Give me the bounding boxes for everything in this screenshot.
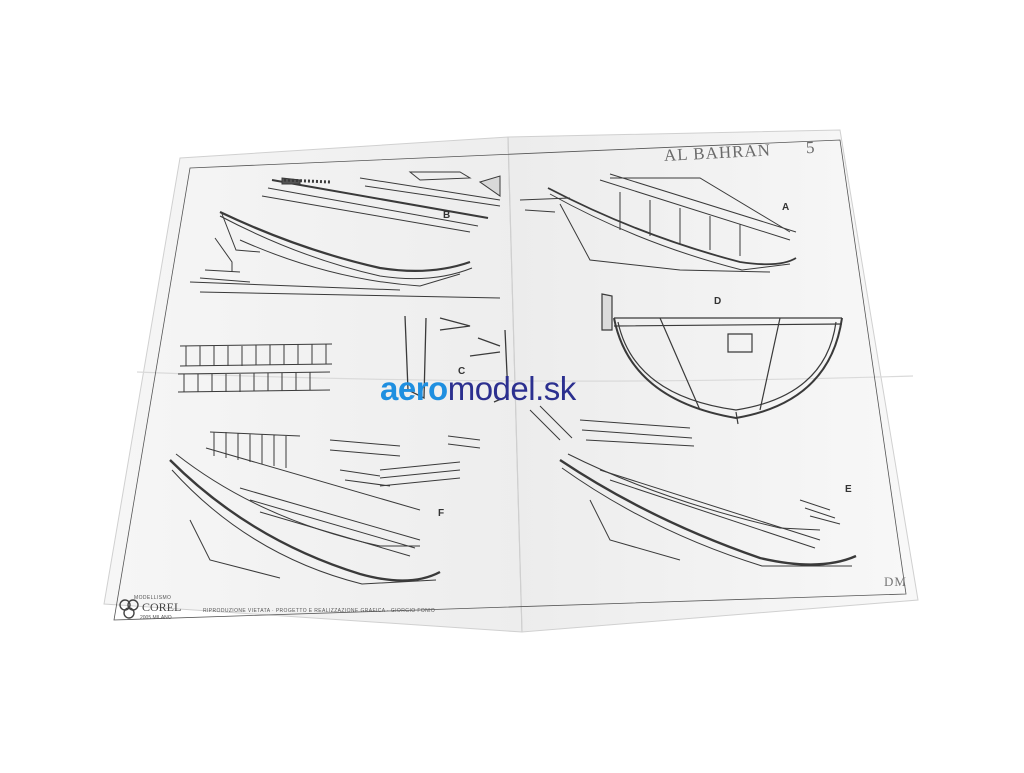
diagram-step-d [601, 293, 843, 425]
watermark-part-b: model.sk [447, 370, 577, 407]
step-label-d: D [714, 296, 722, 307]
watermark-logo: aeromodel.sk [380, 370, 576, 410]
sheet-credits: RIPRODUZIONE VIETATA · PROGETTO E REALIZ… [203, 608, 436, 614]
paper-sheet [103, 129, 919, 633]
maker-tagline: MODELLISMO [134, 595, 172, 601]
step-label-e: E [845, 484, 852, 495]
diagram-step-c [404, 315, 509, 403]
diagram-step-f [169, 431, 481, 585]
sheet-code: DM [884, 574, 907, 589]
frames-row [177, 343, 333, 393]
step-label-b: B [443, 210, 451, 221]
step-label-c: C [458, 366, 466, 377]
diagram-step-a [519, 173, 797, 273]
sheet-number: 5 [805, 137, 815, 158]
maker-sub: 2005 MILANO [140, 615, 172, 621]
diagram-step-b [189, 171, 501, 299]
step-label-f: F [438, 508, 445, 519]
watermark-part-a: aero [380, 370, 448, 407]
maker-logo: MODELLISMO COREL 2005 MILANO [118, 594, 188, 624]
maker-emblem-icon [119, 599, 139, 619]
diagram-step-e [529, 405, 857, 567]
maker-name: COREL [142, 600, 182, 614]
step-label-a: A [782, 202, 790, 213]
